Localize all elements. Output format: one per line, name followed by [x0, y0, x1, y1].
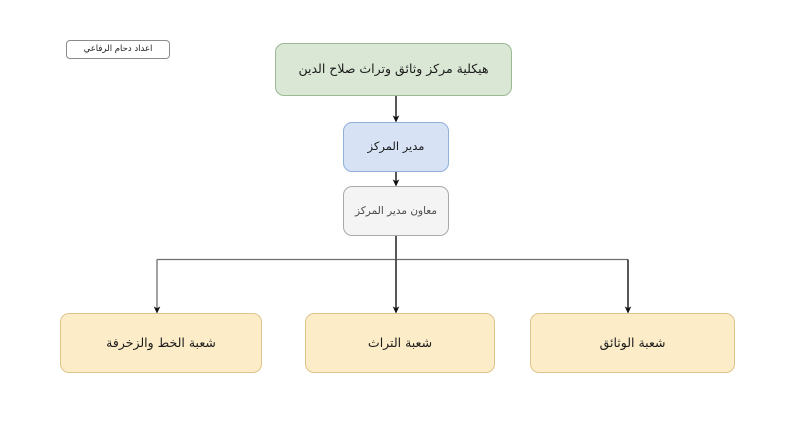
org-node-division-documents[interactable]: شعبة الوثائق — [530, 313, 735, 373]
org-node-director[interactable]: مدير المركز — [343, 122, 449, 172]
org-node-root[interactable]: هيكلية مركز وثائق وتراث صلاح الدين — [275, 43, 512, 96]
org-node-deputy-director[interactable]: معاون مدير المركز — [343, 186, 449, 236]
author-credit-stamp: اعداد دحام الرفاعي — [66, 40, 170, 59]
org-node-division-calligraphy[interactable]: شعبة الخط والزخرفة — [60, 313, 262, 373]
org-node-division-heritage[interactable]: شعبة التراث — [305, 313, 495, 373]
